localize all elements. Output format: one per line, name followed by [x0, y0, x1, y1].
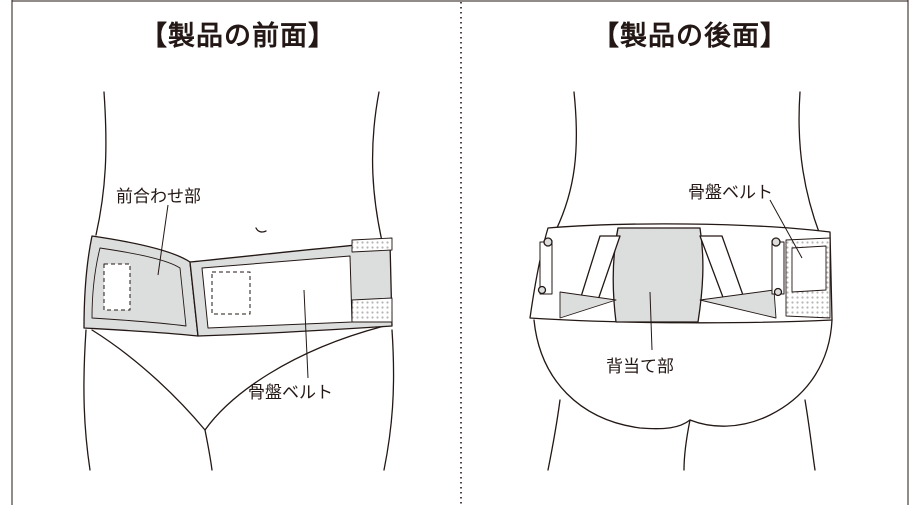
front-pelvic-belt-label: 骨盤ベルト	[248, 383, 333, 403]
front-pelvic-belt	[83, 235, 393, 337]
back-panel-label: 背当て部	[606, 357, 674, 377]
back-panel-leader	[649, 291, 653, 351]
back-pelvic-belt-label: 骨盤ベルト	[688, 183, 773, 203]
front-body-outline	[83, 91, 395, 471]
back-belt-leader	[769, 199, 803, 259]
back-view-title: 【製品の後面】	[592, 21, 788, 52]
front-closure-label: 前合わせ部	[116, 187, 201, 207]
front-belt-leader	[303, 289, 309, 379]
back-body-outline	[533, 91, 833, 471]
front-view-title: 【製品の前面】	[140, 21, 336, 52]
front-closure-leader	[157, 204, 169, 276]
back-pelvic-belt	[529, 223, 833, 324]
